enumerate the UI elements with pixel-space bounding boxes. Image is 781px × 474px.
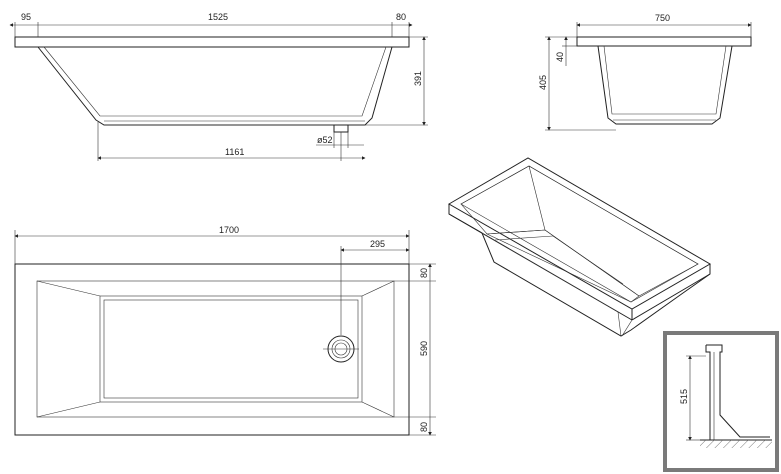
dim-80-bottom: 80 bbox=[419, 422, 429, 432]
dim-1161: 1161 bbox=[225, 147, 244, 157]
dim-405: 405 bbox=[538, 75, 548, 90]
side-view-body bbox=[37, 46, 393, 126]
dim-391: 391 bbox=[413, 71, 423, 86]
dim-phi52: ø52 bbox=[317, 135, 333, 145]
dim-1700: 1700 bbox=[219, 225, 239, 235]
isometric-view bbox=[448, 157, 711, 337]
dim-80-side: 80 bbox=[396, 12, 406, 22]
top-view: 1700 295 80 590 80 bbox=[14, 225, 436, 436]
end-view: 750 405 40 bbox=[538, 13, 752, 131]
side-view-drain bbox=[333, 124, 349, 133]
dim-750: 750 bbox=[655, 13, 670, 23]
dim-80-top: 80 bbox=[419, 268, 429, 278]
dim-95: 95 bbox=[21, 12, 31, 22]
dim-1525: 1525 bbox=[208, 12, 228, 22]
detail-inset: 515 bbox=[663, 331, 779, 472]
dim-515: 515 bbox=[679, 389, 689, 404]
side-view: 95 1525 80 391 1161 ø52 bbox=[9, 12, 428, 161]
end-view-rim bbox=[576, 36, 752, 47]
dim-40: 40 bbox=[555, 52, 565, 62]
dim-590: 590 bbox=[419, 341, 429, 356]
dim-295: 295 bbox=[370, 239, 385, 249]
side-view-rim bbox=[14, 36, 410, 48]
